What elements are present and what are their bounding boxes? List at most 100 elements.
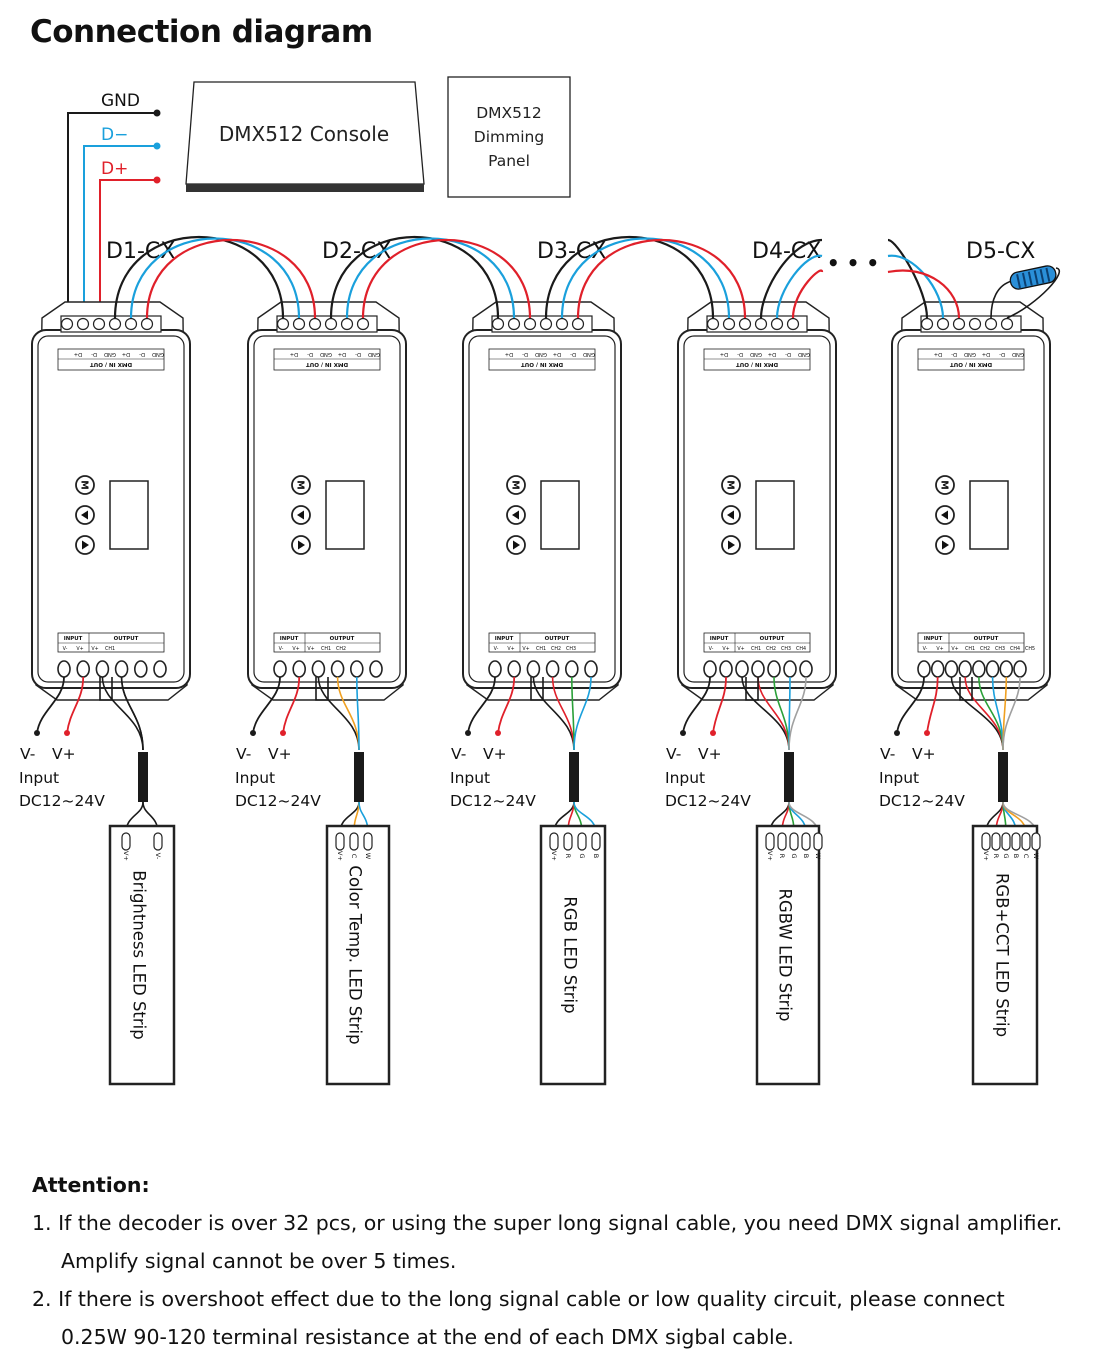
dmx-chain-wire: [759, 238, 823, 319]
resistor-band: [1016, 274, 1021, 289]
mode-button[interactable]: [935, 475, 955, 495]
strip-pin-label: V+: [336, 851, 344, 861]
dmx-label-box: [273, 348, 381, 371]
strip-pin-label: G: [790, 853, 798, 858]
dmx-terminal-label: D-: [999, 351, 1005, 357]
power-vminus-wire: [467, 676, 496, 734]
output-terminal-screw: [985, 660, 1000, 678]
power-vminus-wire: [682, 676, 711, 734]
dmx-terminal-label: GND: [152, 351, 164, 357]
strip-pin-label: R: [778, 854, 786, 859]
cable-sleeve: [138, 752, 148, 802]
io-terminal-label: CH1: [105, 646, 115, 652]
output-terminal-screw: [545, 660, 560, 678]
dmx-chain-wire: [361, 238, 532, 319]
dmx-terminal-screw: [968, 317, 982, 331]
dmx-terminal-label: D+: [982, 351, 990, 357]
power-vplus-dot: [280, 730, 286, 736]
strip-pad: [1031, 832, 1041, 851]
mode-button[interactable]: [291, 475, 311, 495]
dmx-terminal-label: D+: [768, 351, 776, 357]
cable-sleeve: [569, 752, 579, 802]
dmx-terminal-label: GND: [1012, 351, 1024, 357]
vplus-label: V+: [268, 745, 292, 763]
mode-button[interactable]: [506, 475, 526, 495]
output-terminal-screw: [917, 660, 931, 678]
output-header: OUTPUT: [330, 636, 355, 642]
strip-pin-label: W: [1032, 853, 1040, 860]
led-strip: [325, 824, 391, 1086]
io-terminal-label: CH1: [536, 646, 546, 652]
output-header: OUTPUT: [760, 636, 785, 642]
resistor-band: [1027, 271, 1033, 286]
io-terminal-label: V+: [507, 646, 514, 652]
dmx-chain-wire: [576, 238, 747, 319]
mode-button-label: M: [294, 480, 305, 489]
io-terminal-label: V-: [494, 646, 499, 652]
strip-pad: [981, 832, 991, 851]
dmx-terminal-screw: [340, 317, 354, 331]
io-terminal-label: CH2: [336, 646, 346, 652]
output-terminal-screw: [273, 660, 287, 678]
dmx-terminal-label: D+: [74, 351, 82, 357]
terminal-resistor: [1009, 265, 1057, 290]
display-window: [969, 480, 1009, 550]
left-arrow-icon: [727, 510, 734, 520]
attention-line-1: 1. If the decoder is over 32 pcs, or usi…: [32, 1211, 1063, 1235]
mode-button[interactable]: [75, 475, 95, 495]
dmx-header: DMX IN / OUT: [950, 361, 992, 367]
strip-pin-label: B: [592, 854, 600, 858]
dmx-terminal-screw: [952, 317, 966, 331]
resistor-band: [1033, 270, 1039, 285]
strip-pin-label: B: [1012, 854, 1020, 858]
dmx-terminal-label: D-: [951, 351, 957, 357]
io-terminal-label: V-: [709, 646, 714, 652]
dmx-terminal-screw: [140, 317, 154, 331]
dmx-terminal-screw: [92, 317, 106, 331]
output-wire: [573, 676, 592, 751]
io-label-box: [488, 632, 596, 653]
led-strip: [539, 824, 607, 1086]
power-vplus-dot: [710, 730, 716, 736]
strip-pad: [813, 832, 823, 851]
dmx-terminal-screw: [108, 317, 122, 331]
dmx-terminal-screw: [936, 317, 950, 331]
strip-pad: [801, 832, 811, 851]
strip-pin-label: C: [350, 854, 358, 859]
dmx-header: DMX IN / OUT: [736, 361, 778, 367]
io-terminal-label: V+: [951, 646, 958, 652]
dmx-label-box: [703, 348, 811, 371]
strip-name: RGBW LED Strip: [776, 889, 795, 1022]
dmx-terminal-screw: [770, 317, 784, 331]
voltage-label: DC12~24V: [879, 792, 965, 810]
dmx-terminal-screw: [920, 317, 934, 331]
output-wire: [788, 676, 807, 751]
io-terminal-label: V+: [737, 646, 744, 652]
vminus-label: V-: [20, 745, 35, 763]
io-terminal-label: CH3: [781, 646, 791, 652]
output-terminal-screw: [369, 660, 383, 678]
strip-pin-label: V-: [154, 853, 162, 860]
strip-pad: [577, 832, 587, 851]
io-terminal-label: CH2: [766, 646, 776, 652]
power-vplus-wire: [497, 676, 516, 734]
strip-pin-label: W: [364, 853, 372, 860]
output-wire: [1002, 676, 1021, 751]
output-terminal-screw: [972, 660, 986, 678]
io-terminal-label: V+: [91, 646, 98, 652]
left-arrow-icon: [941, 510, 948, 520]
power-vplus-wire: [66, 676, 85, 734]
d-plus-label: D+: [101, 159, 128, 179]
display-window: [325, 480, 365, 550]
output-wire: [356, 676, 360, 751]
mode-button[interactable]: [721, 475, 741, 495]
strip-pad: [765, 832, 775, 851]
output-terminal-screw: [349, 660, 364, 678]
output-terminal-screw: [57, 660, 71, 678]
dmx-label-box: [917, 348, 1025, 371]
power-vplus-dot: [924, 730, 930, 736]
io-terminal-label: V+: [522, 646, 529, 652]
jumper-wire: [315, 677, 329, 701]
